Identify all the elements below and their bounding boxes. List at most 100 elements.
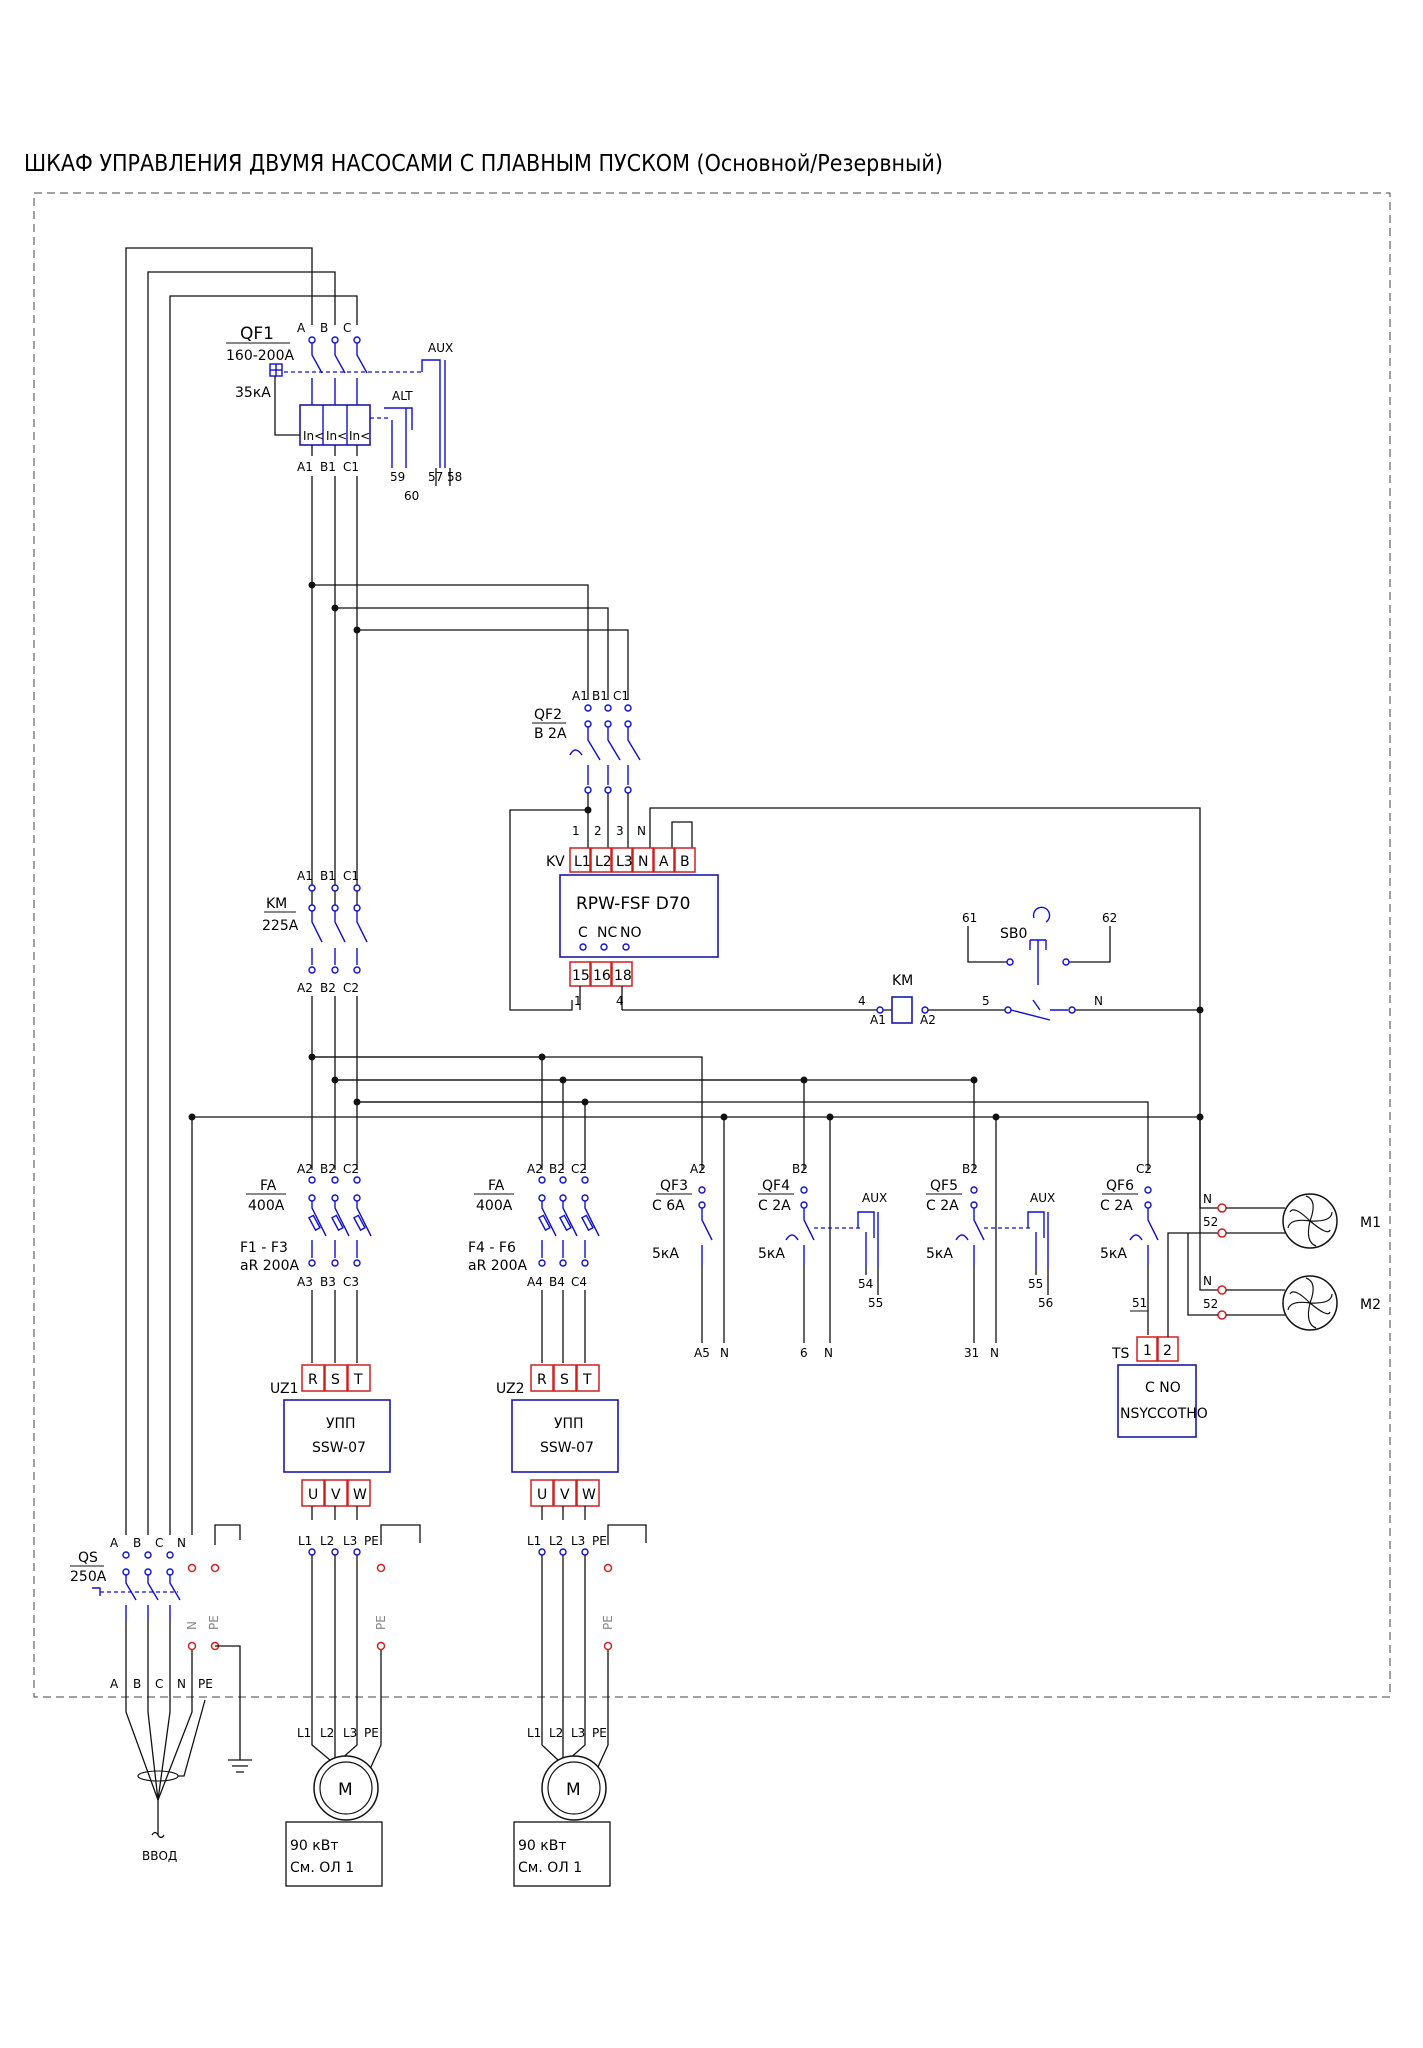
svg-text:PE: PE bbox=[592, 1726, 607, 1740]
svg-text:N: N bbox=[720, 1346, 729, 1360]
qf2-rating: B 2A bbox=[534, 726, 567, 742]
ts-model: NSYCCOTHO bbox=[1120, 1406, 1208, 1422]
svg-text:400A: 400A bbox=[248, 1198, 285, 1214]
svg-text:N: N bbox=[1094, 994, 1103, 1008]
svg-text:PE: PE bbox=[364, 1726, 379, 1740]
svg-text:B: B bbox=[133, 1536, 141, 1550]
ts-label: TS bbox=[1111, 1346, 1130, 1362]
svg-text:A1: A1 bbox=[297, 460, 313, 474]
svg-text:18: 18 bbox=[614, 968, 632, 984]
svg-text:C: C bbox=[343, 321, 351, 335]
kv-top-terminals: L1 L2 L3 N A B bbox=[569, 847, 696, 873]
svg-text:4: 4 bbox=[616, 994, 624, 1008]
fa2-label: FA bbox=[488, 1178, 505, 1194]
svg-text:L3: L3 bbox=[571, 1534, 585, 1548]
svg-text:AUX: AUX bbox=[1030, 1191, 1055, 1205]
svg-text:C 2A: C 2A bbox=[1100, 1198, 1133, 1214]
svg-text:V: V bbox=[560, 1487, 570, 1503]
svg-text:A: A bbox=[110, 1536, 119, 1550]
svg-text:C2: C2 bbox=[1136, 1162, 1152, 1176]
svg-text:W: W bbox=[353, 1487, 367, 1503]
qs-label: QS bbox=[78, 1550, 98, 1566]
svg-text:УПП: УПП bbox=[326, 1416, 356, 1432]
svg-text:L1: L1 bbox=[297, 1726, 311, 1740]
svg-text:C 2A: C 2A bbox=[758, 1198, 791, 1214]
svg-text:16: 16 bbox=[593, 968, 611, 984]
svg-text:R: R bbox=[537, 1372, 547, 1388]
svg-text:L3: L3 bbox=[343, 1534, 357, 1548]
svg-text:62: 62 bbox=[1102, 911, 1117, 925]
fa1-label: FA bbox=[260, 1178, 277, 1194]
svg-text:C1: C1 bbox=[343, 869, 359, 883]
svg-text:A5: A5 bbox=[694, 1346, 710, 1360]
svg-text:60: 60 bbox=[404, 489, 419, 503]
fan-m2-label: M2 bbox=[1360, 1297, 1381, 1313]
svg-text:L1: L1 bbox=[527, 1726, 541, 1740]
qf5-breaker: B2 QF5 C 2A 5кА AUX 55 56 31 N bbox=[926, 1162, 1055, 1360]
uz2-soft-starter: UZ2 R S T УПП SSW-07 U V W L1 L2 L3 PE P… bbox=[496, 1364, 647, 1697]
svg-text:A2: A2 bbox=[297, 981, 313, 995]
svg-text:A2: A2 bbox=[690, 1162, 706, 1176]
svg-text:5кА: 5кА bbox=[1100, 1246, 1127, 1262]
svg-text:52: 52 bbox=[1203, 1215, 1218, 1229]
svg-text:A2: A2 bbox=[527, 1162, 543, 1176]
svg-text:C2: C2 bbox=[343, 981, 359, 995]
svg-text:In<: In< bbox=[303, 429, 324, 443]
svg-text:F4 - F6: F4 - F6 bbox=[468, 1240, 516, 1256]
svg-text:1: 1 bbox=[572, 824, 580, 838]
motor-2: L1 L2 L3 PE M 90 кВт См. ОЛ 1 bbox=[513, 1697, 611, 1887]
svg-text:A3: A3 bbox=[297, 1275, 313, 1289]
motor-2-power: 90 кВт bbox=[518, 1838, 566, 1854]
svg-text:C2: C2 bbox=[571, 1162, 587, 1176]
svg-text:C NO: C NO bbox=[1145, 1380, 1181, 1396]
svg-text:C: C bbox=[578, 925, 588, 941]
svg-text:1: 1 bbox=[1143, 1343, 1152, 1359]
svg-text:U: U bbox=[537, 1487, 547, 1503]
svg-text:T: T bbox=[353, 1372, 363, 1388]
svg-text:4: 4 bbox=[858, 994, 866, 1008]
svg-text:B1: B1 bbox=[592, 689, 608, 703]
qf1-aux-label: AUX bbox=[428, 341, 453, 355]
svg-text:L1: L1 bbox=[527, 1534, 541, 1548]
svg-text:57: 57 bbox=[428, 470, 443, 484]
svg-text:1: 1 bbox=[574, 994, 582, 1008]
svg-text:V: V bbox=[331, 1487, 341, 1503]
svg-text:N: N bbox=[185, 1621, 199, 1630]
page-title: ШКАФ УПРАВЛЕНИЯ ДВУМЯ НАСОСАМИ С ПЛАВНЫМ… bbox=[24, 151, 943, 177]
svg-text:C: C bbox=[155, 1677, 163, 1691]
svg-text:B2: B2 bbox=[549, 1162, 565, 1176]
svg-text:N: N bbox=[637, 824, 646, 838]
svg-text:A4: A4 bbox=[527, 1275, 543, 1289]
svg-text:31: 31 bbox=[964, 1346, 979, 1360]
motor-icon bbox=[541, 1755, 607, 1821]
svg-text:B2: B2 bbox=[962, 1162, 978, 1176]
svg-text:A2: A2 bbox=[297, 1162, 313, 1176]
svg-text:C3: C3 bbox=[343, 1275, 359, 1289]
fan-m1: N 52 M1 bbox=[1199, 1117, 1381, 1249]
svg-text:B2: B2 bbox=[792, 1162, 808, 1176]
svg-text:AUX: AUX bbox=[862, 1191, 887, 1205]
uz2-model: SSW-07 bbox=[540, 1440, 594, 1456]
svg-text:A2: A2 bbox=[920, 1013, 936, 1027]
svg-text:L3: L3 bbox=[616, 854, 633, 870]
svg-text:N: N bbox=[824, 1346, 833, 1360]
svg-text:A: A bbox=[110, 1677, 119, 1691]
svg-text:B1: B1 bbox=[320, 460, 336, 474]
fan-m2: N 52 M2 bbox=[1187, 1117, 1381, 1331]
svg-text:L1: L1 bbox=[574, 854, 591, 870]
svg-text:B1: B1 bbox=[320, 869, 336, 883]
svg-text:A1: A1 bbox=[870, 1013, 886, 1027]
svg-text:L2: L2 bbox=[549, 1534, 563, 1548]
svg-text:aR 200A: aR 200A bbox=[468, 1258, 527, 1274]
svg-text:S: S bbox=[331, 1372, 340, 1388]
svg-text:L2: L2 bbox=[320, 1726, 334, 1740]
svg-text:N: N bbox=[638, 854, 648, 870]
qf1-alt-label: ALT bbox=[392, 389, 413, 403]
svg-text:R: R bbox=[308, 1372, 318, 1388]
svg-text:NO: NO bbox=[620, 925, 642, 941]
cabinet-frame bbox=[33, 192, 1391, 1698]
svg-text:L1: L1 bbox=[298, 1534, 312, 1548]
svg-text:N: N bbox=[990, 1346, 999, 1360]
svg-text:L2: L2 bbox=[320, 1534, 334, 1548]
